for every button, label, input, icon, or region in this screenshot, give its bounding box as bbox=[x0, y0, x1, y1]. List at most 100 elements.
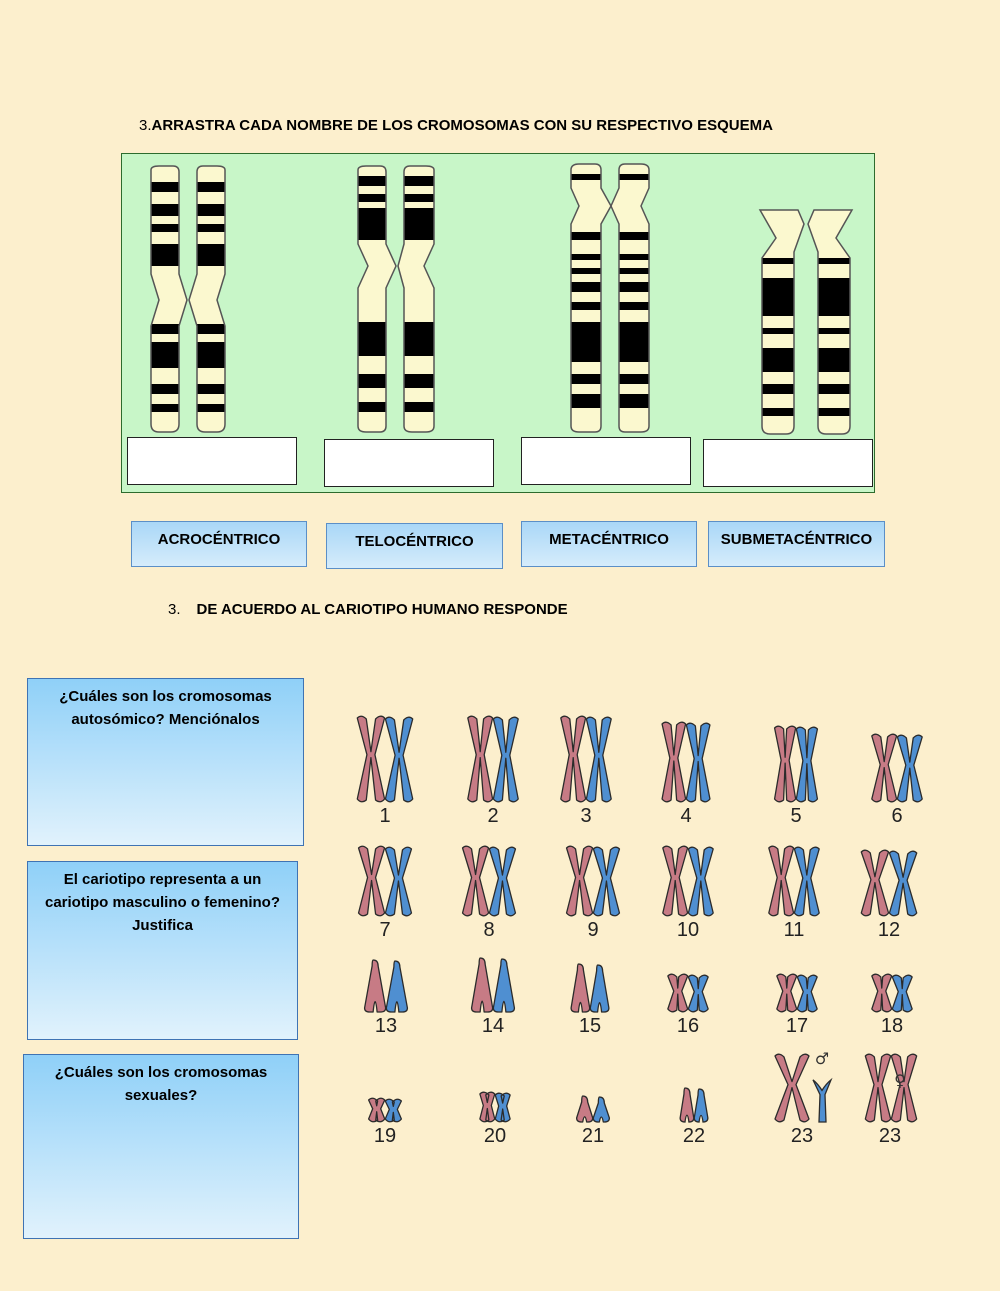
chromosome-maternal bbox=[467, 715, 494, 803]
chromosome-maternal bbox=[570, 963, 591, 1013]
section-2-title: DE ACUERDO AL CARIOTIPO HUMANO RESPONDE bbox=[196, 601, 568, 618]
drop-target-3[interactable] bbox=[521, 437, 691, 485]
section-2-number: 3. bbox=[168, 601, 181, 618]
question-autosomes: ¿Cuáles son los cromosomas autosómico? M… bbox=[59, 688, 272, 728]
chromosome-number: 20 bbox=[484, 1125, 506, 1147]
chromosome-pair-6: 6 bbox=[871, 733, 923, 827]
chromosome-paternal bbox=[488, 846, 517, 917]
chromosome-pair-12: 12 bbox=[860, 849, 918, 941]
chromosome-maternal bbox=[871, 973, 893, 1013]
chromosome-paternal bbox=[494, 1092, 511, 1123]
chromosome-pair-10: 10 bbox=[662, 845, 714, 941]
chromosome-pair-1: 1 bbox=[356, 715, 414, 827]
chromosome-paternal bbox=[589, 964, 610, 1013]
label-metacentrico[interactable]: METACÉNTRICO bbox=[521, 521, 697, 567]
chromosome-number: 6 bbox=[891, 805, 902, 827]
section-2-heading: 3. DE ACUERDO AL CARIOTIPO HUMANO RESPOND… bbox=[168, 601, 568, 618]
chromosome-maternal bbox=[667, 973, 689, 1013]
chromosome-paternal bbox=[492, 716, 519, 803]
chromosome-number: 9 bbox=[587, 919, 598, 941]
label-acrocentrico[interactable]: ACROCÉNTRICO bbox=[131, 521, 307, 567]
chromosome-x-second bbox=[890, 1053, 918, 1123]
chromosome-maternal bbox=[679, 1087, 695, 1123]
chromosome-maternal bbox=[575, 1095, 594, 1123]
chromosome-maternal bbox=[565, 845, 594, 917]
chromosome-pair-14: 14 bbox=[470, 957, 516, 1037]
section-1-title: ARRASTRA CADA NOMBRE DE LOS CROMOSOMAS C… bbox=[151, 117, 773, 134]
chromosome-maternal bbox=[662, 845, 689, 917]
chromosome-pair-20: 20 bbox=[479, 1091, 511, 1147]
male-symbol: ♂ bbox=[815, 1049, 829, 1068]
chromosome-x-maternal bbox=[864, 1053, 892, 1123]
chromosome-maternal bbox=[356, 715, 386, 803]
chromosome-pair-24: ♀23 bbox=[864, 1053, 918, 1147]
chromosome-maternal bbox=[470, 957, 494, 1013]
chromosome-pair-18: 18 bbox=[871, 973, 913, 1037]
question-box-sex[interactable]: El cariotipo representa a un cariotipo m… bbox=[27, 861, 298, 1040]
chromosome-maternal bbox=[367, 1097, 386, 1123]
label-submetacentrico[interactable]: SUBMETACÉNTRICO bbox=[708, 521, 885, 567]
chromosome-number: 16 bbox=[677, 1015, 699, 1037]
chromosome-diagram-2 bbox=[357, 165, 435, 433]
label-telocentrico[interactable]: TELOCÉNTRICO bbox=[326, 523, 503, 569]
drop-target-2[interactable] bbox=[324, 439, 494, 487]
chromosome-maternal bbox=[773, 725, 797, 803]
chromosome-maternal bbox=[661, 721, 687, 803]
chromosome-paternal bbox=[384, 1098, 403, 1123]
section-1-number: 3. bbox=[139, 117, 152, 134]
chromosome-maternal bbox=[776, 973, 798, 1013]
chromosome-number: 4 bbox=[680, 805, 691, 827]
chromosome-paternal bbox=[585, 716, 612, 803]
chromosome-number: 23 bbox=[879, 1125, 901, 1147]
question-male-female: El cariotipo representa a un cariotipo m… bbox=[44, 871, 281, 934]
chromosome-maternal bbox=[560, 715, 587, 803]
chromosome-paternal bbox=[891, 974, 913, 1013]
chromosome-maternal bbox=[357, 845, 386, 917]
drop-target-4[interactable] bbox=[703, 439, 873, 487]
chromosome-diagram-4 bbox=[758, 209, 854, 435]
chromosome-number: 11 bbox=[784, 919, 805, 941]
chromosome-diagram-1 bbox=[150, 165, 226, 433]
chromosome-number: 23 bbox=[791, 1125, 813, 1147]
question-box-autosomes[interactable]: ¿Cuáles son los cromosomas autosómico? M… bbox=[27, 678, 304, 846]
chromosome-paternal bbox=[795, 726, 819, 803]
chromosome-number: 8 bbox=[483, 919, 494, 941]
chromosome-maternal bbox=[871, 733, 898, 803]
chromosome-maternal bbox=[479, 1091, 496, 1123]
chromosome-paternal bbox=[796, 974, 818, 1013]
question-box-sex-chromosomes[interactable]: ¿Cuáles son los cromosomas sexuales? bbox=[23, 1054, 299, 1239]
chromosome-number: 13 bbox=[375, 1015, 397, 1037]
chromosome-number: 19 bbox=[374, 1125, 396, 1147]
chromosome-number: 18 bbox=[881, 1015, 903, 1037]
chromosome-number: 5 bbox=[790, 805, 801, 827]
chromosome-pair-22: 22 bbox=[679, 1087, 709, 1147]
chromosome-number: 2 bbox=[487, 805, 498, 827]
chromosome-pair-8: 8 bbox=[461, 845, 517, 941]
chromosome-number: 22 bbox=[683, 1125, 705, 1147]
chromosome-number: 17 bbox=[786, 1015, 808, 1037]
chromosome-number: 21 bbox=[582, 1125, 604, 1147]
chromosome-pair-2: 2 bbox=[467, 715, 519, 827]
chromosome-paternal bbox=[385, 960, 409, 1013]
section-1-heading: 3.ARRASTRA CADA NOMBRE DE LOS CROMOSOMAS… bbox=[139, 117, 773, 134]
chromosome-number: 3 bbox=[580, 805, 591, 827]
chromosome-paternal bbox=[384, 716, 414, 803]
chromosome-paternal bbox=[492, 958, 516, 1013]
chromosome-pair-4: 4 bbox=[661, 721, 711, 827]
chromosome-pair-23: ♂ 23 bbox=[774, 1049, 833, 1147]
chromosome-paternal bbox=[888, 850, 918, 917]
chromosome-paternal bbox=[693, 1088, 709, 1123]
drop-target-1[interactable] bbox=[127, 437, 297, 485]
chromosome-pair-7: 7 bbox=[357, 845, 413, 941]
chromosome-y bbox=[812, 1077, 833, 1123]
chromosome-paternal bbox=[687, 974, 709, 1013]
chromosome-maternal bbox=[768, 845, 795, 917]
chromosome-pair-15: 15 bbox=[570, 963, 610, 1037]
chromosome-pair-11: 11 bbox=[768, 845, 820, 941]
chromosome-pair-3: 3 bbox=[560, 715, 612, 827]
chromosome-paternal bbox=[896, 734, 923, 803]
chromosome-paternal bbox=[592, 846, 621, 917]
chromosome-paternal bbox=[793, 846, 820, 917]
chromosome-number: 7 bbox=[379, 919, 390, 941]
